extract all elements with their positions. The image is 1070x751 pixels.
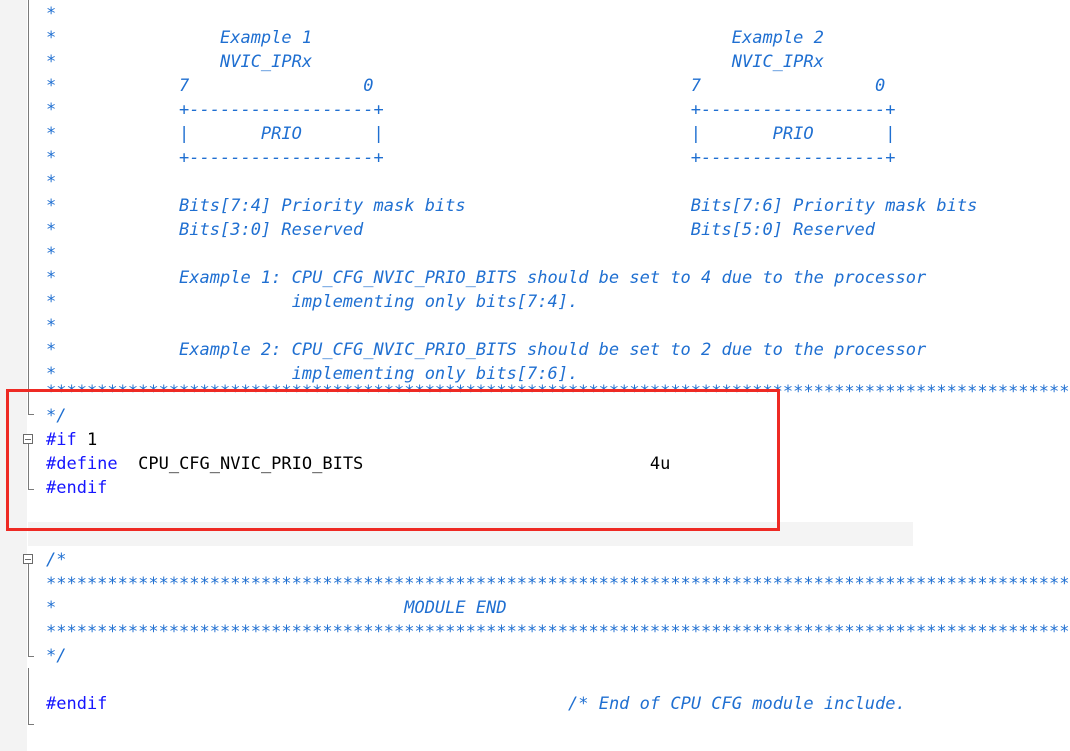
code-line[interactable]: #endif /* End of CPU CFG module include.: [46, 692, 906, 716]
fold-guide: [28, 444, 29, 489]
code-line[interactable]: * Bits[3:0] Reserved Bits[5:0] Reserved: [46, 218, 875, 242]
code-comment: /*: [46, 550, 67, 570]
code-comment: ****************************************…: [46, 574, 1070, 594]
code-comment: * +------------------+ +----------------…: [46, 100, 896, 120]
code-line[interactable]: * Bits[7:4] Priority mask bits Bits[7:6]…: [46, 194, 977, 218]
code-line[interactable]: */: [46, 644, 66, 668]
fold-end-marker: [28, 489, 34, 490]
code-line[interactable]: * Example 1: CPU_CFG_NVIC_PRIO_BITS shou…: [46, 266, 926, 290]
code-comment: * NVIC_IPRx NVIC_IPRx: [46, 52, 824, 72]
code-line[interactable]: #define CPU_CFG_NVIC_PRIO_BITS 4u: [46, 452, 670, 476]
code-line[interactable]: #endif: [46, 476, 107, 500]
code-line[interactable]: /*: [46, 548, 66, 572]
code-line[interactable]: * Example 2: CPU_CFG_NVIC_PRIO_BITS shou…: [46, 338, 926, 362]
code-comment: * | PRIO | | PRIO |: [46, 124, 896, 144]
code-line[interactable]: ****************************************…: [46, 572, 1070, 596]
fold-guide: [28, 564, 29, 656]
code-comment: * Example 1: CPU_CFG_NVIC_PRIO_BITS shou…: [46, 268, 927, 288]
code-line[interactable]: * implementing only bits[7:4].: [46, 290, 578, 314]
fold-end-marker: [28, 414, 34, 415]
code-comment: *: [46, 4, 57, 24]
code-comment: * Example 1 Example 2: [46, 28, 824, 48]
code-comment: * implementing only bits[7:6].: [46, 364, 579, 384]
code-keyword: #define: [46, 454, 118, 474]
code-comment: * Bits[7:4] Priority mask bits Bits[7:6]…: [46, 196, 978, 216]
code-line[interactable]: *: [46, 242, 56, 266]
fold-guide: [28, 668, 29, 724]
code-keyword: #if: [46, 430, 77, 450]
fold-end-marker: [28, 724, 34, 725]
code-line[interactable]: * +------------------+ +----------------…: [46, 146, 896, 170]
code-line[interactable]: * implementing only bits[7:6].: [46, 362, 578, 386]
fold-guide: [28, 0, 29, 414]
code-line[interactable]: *: [46, 170, 56, 194]
code-comment: * implementing only bits[7:4].: [46, 292, 579, 312]
code-line[interactable]: *: [46, 2, 56, 26]
code-line[interactable]: ****************************************…: [46, 380, 1070, 404]
fold-collapse-icon[interactable]: [23, 554, 33, 564]
code-comment: */: [46, 406, 67, 426]
current-line-band: [28, 522, 913, 546]
code-line[interactable]: * 7 0 7 0: [46, 74, 885, 98]
code-line[interactable]: * +------------------+ +----------------…: [46, 98, 896, 122]
code-line[interactable]: * MODULE END: [46, 596, 507, 620]
code-comment: * 7 0 7 0: [46, 76, 886, 96]
code-line[interactable]: #if 1: [46, 428, 97, 452]
code-comment: * +------------------+ +----------------…: [46, 148, 896, 168]
code-editor[interactable]: * * Example 1 Example 2 * NVIC_IPRx NVIC_I…: [46, 0, 1070, 751]
code-text: 1: [76, 430, 98, 450]
editor-gutter: [0, 0, 27, 751]
code-comment: *: [46, 172, 57, 192]
code-comment: *: [46, 316, 57, 336]
code-comment: /* End of CPU CFG module include.: [568, 694, 906, 714]
code-line[interactable]: */: [46, 404, 66, 428]
code-comment: */: [46, 646, 67, 666]
code-line[interactable]: ****************************************…: [46, 620, 1070, 644]
code-comment: ****************************************…: [46, 622, 1070, 642]
code-line[interactable]: * Example 1 Example 2: [46, 26, 824, 50]
code-line[interactable]: * | PRIO | | PRIO |: [46, 122, 896, 146]
code-text: CPU_CFG_NVIC_PRIO_BITS 4u: [117, 454, 671, 474]
code-comment: * Example 2: CPU_CFG_NVIC_PRIO_BITS shou…: [46, 340, 927, 360]
code-comment: * Bits[3:0] Reserved Bits[5:0] Reserved: [46, 220, 876, 240]
fold-end-marker: [28, 656, 34, 657]
code-comment: ****************************************…: [46, 382, 1070, 402]
code-keyword: #endif: [46, 694, 108, 714]
code-comment: * MODULE END: [46, 598, 507, 618]
code-line[interactable]: *: [46, 314, 56, 338]
fold-collapse-icon[interactable]: [23, 434, 33, 444]
code-text: [107, 694, 568, 714]
code-line[interactable]: * NVIC_IPRx NVIC_IPRx: [46, 50, 824, 74]
code-comment: *: [46, 244, 57, 264]
code-keyword: #endif: [46, 478, 108, 498]
